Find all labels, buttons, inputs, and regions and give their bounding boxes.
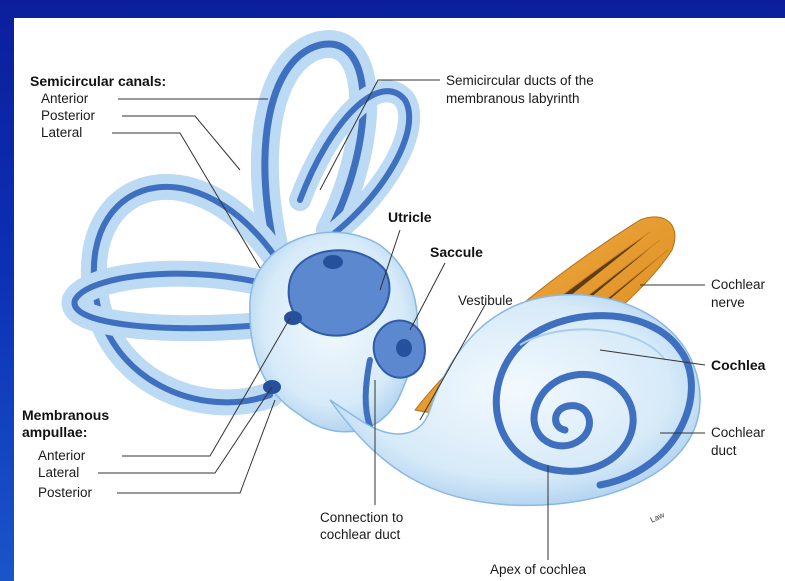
semicircular-canals-heading: Semicircular canals: xyxy=(30,73,166,89)
cochlea-label: Cochlea xyxy=(711,357,765,373)
connection-label-line1: Connection to xyxy=(320,510,403,526)
membranous-ampullae-heading-line1: Membranous xyxy=(22,407,109,423)
cochlear-nerve-label-line2: nerve xyxy=(711,295,745,311)
cochlear-nerve-label-line1: Cochlear xyxy=(711,277,765,293)
apex-label: Apex of cochlea xyxy=(490,562,586,578)
ampulla-lateral-label: Lateral xyxy=(38,465,79,481)
canal-lateral-label: Lateral xyxy=(41,125,82,141)
vestibule-label: Vestibule xyxy=(458,293,513,309)
cochlear-duct-label-line2: duct xyxy=(711,443,737,459)
semicircular-ducts-label-line2: membranous labyrinth xyxy=(446,91,580,107)
membranous-ampullae-heading-line2: ampullae: xyxy=(22,424,87,440)
cochlear-duct-label-line1: Cochlear xyxy=(711,425,765,441)
semicircular-ducts-label-line1: Semicircular ducts of the xyxy=(446,73,594,89)
ampulla-anterior-label: Anterior xyxy=(38,448,85,464)
saccule-label: Saccule xyxy=(430,244,483,260)
connection-label-line2: cochlear duct xyxy=(320,527,400,543)
utricle-label: Utricle xyxy=(388,209,432,225)
ampulla-posterior-label: Posterior xyxy=(38,485,92,501)
canal-posterior-label: Posterior xyxy=(41,108,95,124)
canal-anterior-label: Anterior xyxy=(41,91,88,107)
